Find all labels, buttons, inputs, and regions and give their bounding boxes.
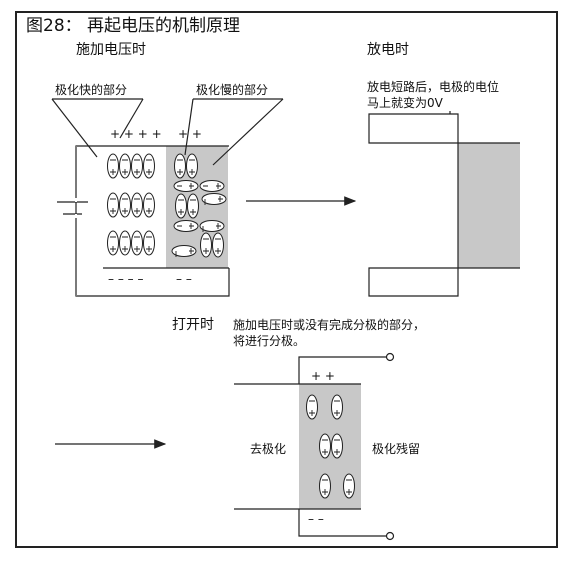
panel-title-discharge: 放电时 [367, 42, 409, 58]
open-plus-signs: + + [311, 369, 335, 383]
label-slow-polarization: 极化慢的部分 [196, 83, 269, 97]
top-plus-signs-right: + + [178, 127, 202, 141]
panel-title-open: 打开时 [172, 317, 214, 333]
capacitor-applying [51, 98, 284, 297]
label-fast-polarization: 极化快的部分 [55, 83, 128, 97]
label-residual-polarization: 极化残留 [372, 442, 421, 456]
bottom-minus-signs-left: – – – – [108, 272, 144, 286]
figure-frame [15, 11, 558, 548]
open-note-line2: 将进行分极。 [233, 334, 306, 348]
capacitor-discharge [368, 111, 520, 297]
discharge-note-line2: 马上就变为0V [367, 96, 443, 110]
dielectric-region-discharge [458, 143, 520, 268]
fast-dipoles [107, 153, 155, 256]
capacitor-open [234, 352, 395, 541]
panel-title-applying: 施加电压时 [76, 42, 146, 58]
open-note-line1: 施加电压时或没有完成分极的部分， [233, 318, 426, 332]
label-depolarization: 去极化 [250, 442, 287, 456]
bottom-minus-signs-right: – – [176, 272, 192, 286]
open-minus-signs: – – [308, 512, 324, 526]
figure-title: 图28： 再起电压的机制原理 [26, 16, 241, 36]
top-plus-signs-left: + + + + [110, 127, 162, 141]
discharge-note-line1: 放电短路后，电极的电位 [367, 80, 500, 94]
